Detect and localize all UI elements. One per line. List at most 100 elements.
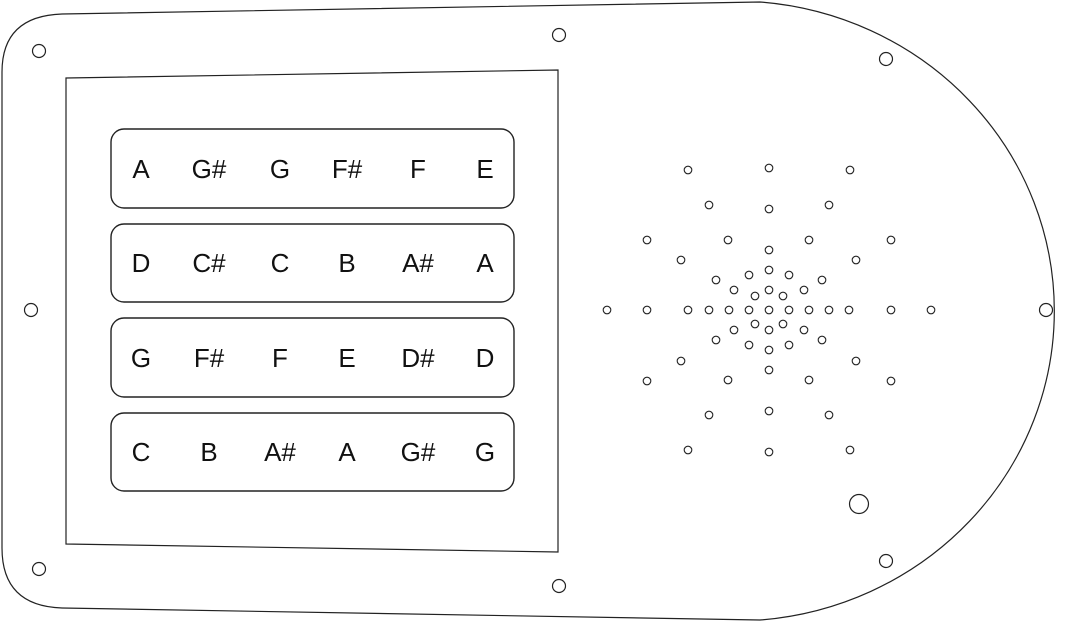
note-label: G# bbox=[401, 437, 436, 467]
sound-hole bbox=[886, 235, 896, 245]
sound-hole bbox=[642, 305, 652, 315]
sound-hole-pattern bbox=[602, 163, 936, 457]
sound-hole bbox=[764, 245, 774, 255]
note-label: G# bbox=[192, 154, 227, 184]
sound-hole bbox=[886, 305, 896, 315]
sound-hole bbox=[804, 235, 814, 245]
sound-hole bbox=[711, 275, 721, 285]
mounting-hole bbox=[1038, 302, 1054, 318]
sound-hole bbox=[844, 305, 854, 315]
note-label: G bbox=[270, 154, 290, 184]
sound-hole bbox=[764, 365, 774, 375]
large-hole bbox=[848, 493, 870, 515]
sound-hole bbox=[704, 200, 714, 210]
note-label: G bbox=[475, 437, 495, 467]
note-label: E bbox=[338, 343, 355, 373]
note-row-box bbox=[110, 128, 515, 209]
note-label: F bbox=[410, 154, 426, 184]
sound-hole bbox=[704, 305, 714, 315]
mounting-holes bbox=[23, 27, 1054, 594]
note-label: A# bbox=[264, 437, 296, 467]
sound-hole bbox=[804, 305, 814, 315]
sound-hole bbox=[676, 356, 686, 366]
sound-hole bbox=[784, 340, 794, 350]
sound-hole bbox=[750, 291, 760, 301]
sound-hole bbox=[845, 165, 855, 175]
sound-hole bbox=[676, 255, 686, 265]
sound-hole bbox=[784, 305, 794, 315]
note-label: D# bbox=[401, 343, 435, 373]
sound-hole bbox=[750, 319, 760, 329]
sound-hole bbox=[764, 285, 774, 295]
sound-hole bbox=[683, 445, 693, 455]
note-row: D C# C B A# A bbox=[110, 223, 515, 303]
sound-hole bbox=[764, 204, 774, 214]
sound-hole bbox=[764, 345, 774, 355]
sound-hole bbox=[602, 305, 612, 315]
sound-hole bbox=[824, 410, 834, 420]
mounting-hole bbox=[31, 561, 47, 577]
note-label: C bbox=[132, 437, 151, 467]
sound-hole bbox=[723, 235, 733, 245]
sound-hole bbox=[764, 325, 774, 335]
note-row-box bbox=[110, 223, 515, 303]
sound-hole bbox=[824, 200, 834, 210]
sound-hole bbox=[799, 285, 809, 295]
sound-hole bbox=[764, 305, 774, 315]
note-row-box bbox=[110, 317, 515, 398]
sound-hole bbox=[642, 235, 652, 245]
note-label: B bbox=[200, 437, 217, 467]
note-label: G bbox=[131, 343, 151, 373]
plate-outline bbox=[1, 1, 1055, 621]
note-label: C bbox=[271, 248, 290, 278]
sound-hole bbox=[778, 319, 788, 329]
mounting-hole bbox=[31, 43, 47, 59]
sound-hole bbox=[817, 275, 827, 285]
sound-hole bbox=[799, 325, 809, 335]
sound-hole bbox=[724, 305, 734, 315]
note-label: D bbox=[476, 343, 495, 373]
note-row-box bbox=[110, 412, 515, 492]
sound-hole bbox=[744, 305, 754, 315]
note-label: A bbox=[132, 154, 150, 184]
sound-hole bbox=[711, 335, 721, 345]
note-label: F# bbox=[332, 154, 363, 184]
note-label: A bbox=[476, 248, 494, 278]
sound-hole bbox=[729, 285, 739, 295]
mounting-hole bbox=[878, 553, 894, 569]
mounting-hole bbox=[878, 51, 894, 67]
note-label: A bbox=[338, 437, 356, 467]
label-panel bbox=[65, 69, 559, 553]
sound-hole bbox=[784, 270, 794, 280]
sound-hole bbox=[729, 325, 739, 335]
sound-hole bbox=[683, 165, 693, 175]
sound-hole bbox=[764, 447, 774, 457]
note-row: G F# F E D# D bbox=[110, 317, 515, 398]
note-label: B bbox=[338, 248, 355, 278]
note-label: A# bbox=[402, 248, 434, 278]
sound-hole bbox=[817, 335, 827, 345]
mounting-hole bbox=[551, 578, 567, 594]
sound-hole bbox=[886, 376, 896, 386]
sound-hole bbox=[683, 305, 693, 315]
sound-hole bbox=[824, 305, 834, 315]
sound-hole bbox=[764, 265, 774, 275]
sound-hole bbox=[764, 406, 774, 416]
sound-hole bbox=[764, 163, 774, 173]
note-row: A G# G F# F E bbox=[110, 128, 515, 209]
note-label: E bbox=[476, 154, 493, 184]
note-row: C B A# A G# G bbox=[110, 412, 515, 492]
sound-hole bbox=[744, 340, 754, 350]
mounting-hole bbox=[551, 27, 567, 43]
sound-hole bbox=[778, 291, 788, 301]
sound-hole bbox=[744, 270, 754, 280]
sound-hole bbox=[704, 410, 714, 420]
note-label: C# bbox=[192, 248, 226, 278]
mounting-hole bbox=[23, 302, 39, 318]
note-label: F bbox=[272, 343, 288, 373]
sound-hole bbox=[723, 375, 733, 385]
sound-hole bbox=[804, 375, 814, 385]
sound-hole bbox=[926, 305, 936, 315]
sound-hole bbox=[642, 376, 652, 386]
